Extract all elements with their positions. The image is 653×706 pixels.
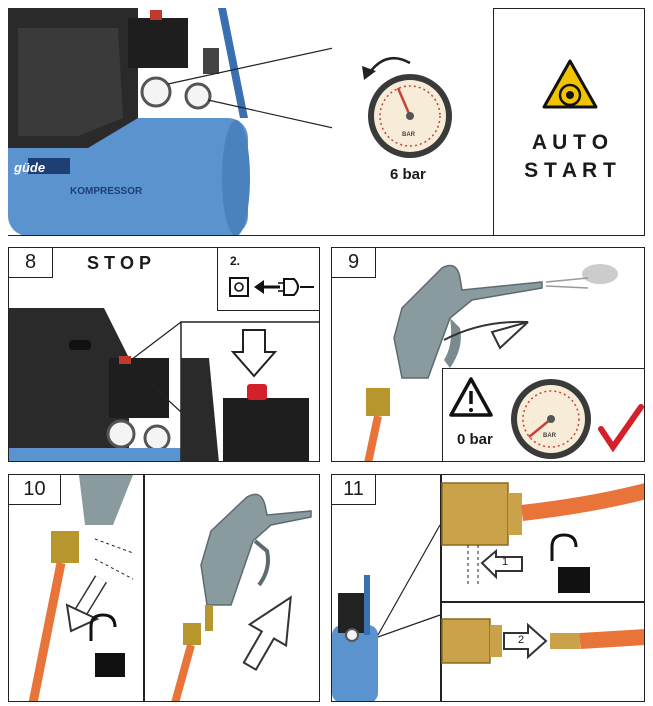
unplug-box: 2. bbox=[217, 248, 319, 311]
warning-autostart-icon bbox=[542, 59, 598, 109]
arrow-1-label: 1 bbox=[502, 556, 509, 568]
panel-step-10: 10 bbox=[8, 474, 320, 702]
stop-illustration bbox=[9, 308, 319, 461]
panel-auto-start: A U T O S T A R T bbox=[493, 8, 645, 236]
panel-gauge-6bar: BAR 6 bar bbox=[332, 8, 494, 236]
panel-top-compressor: güde KOMPRESSOR bbox=[8, 8, 333, 236]
step11-hdivider bbox=[440, 601, 644, 603]
zero-bar-box: BAR 0 bar bbox=[442, 368, 644, 461]
unplug-sub-number: 2. bbox=[230, 254, 241, 268]
brand-logo: güde bbox=[14, 160, 46, 175]
start-text: S T A R T bbox=[524, 159, 616, 182]
step-number: 9 bbox=[332, 248, 376, 278]
disconnect-illustration bbox=[28, 475, 312, 701]
gauge-6bar-unit: BAR bbox=[402, 132, 415, 138]
panel-step-8: 8 S T O P 2. bbox=[8, 247, 320, 462]
auto-text: A U T O bbox=[531, 131, 609, 154]
panel-step-11: 11 1 2 bbox=[331, 474, 645, 702]
gauge-0bar-unit: BAR bbox=[543, 433, 556, 439]
gauge-0bar-value: 0 bar bbox=[457, 431, 493, 448]
step10-divider bbox=[143, 475, 145, 701]
step-number: 10 bbox=[9, 475, 61, 505]
step-number: 8 bbox=[9, 248, 53, 278]
brand-product: KOMPRESSOR bbox=[70, 186, 143, 197]
gauge-6bar-illustration bbox=[362, 56, 452, 158]
step11-divider bbox=[440, 475, 442, 701]
arrow-2-label: 2 bbox=[518, 634, 525, 646]
unplug-icon bbox=[229, 277, 314, 297]
blow-gun-illustration bbox=[364, 264, 618, 461]
panel-step-9: 9 BAR 0 bar bbox=[331, 247, 645, 462]
compressor-illustration bbox=[8, 8, 332, 235]
gauge-6bar-value: 6 bar bbox=[390, 166, 426, 183]
coupling-illustration bbox=[332, 482, 644, 701]
step-number: 11 bbox=[332, 475, 376, 505]
stop-title: S T O P bbox=[87, 253, 152, 273]
zero-bar-illustration bbox=[449, 377, 644, 459]
